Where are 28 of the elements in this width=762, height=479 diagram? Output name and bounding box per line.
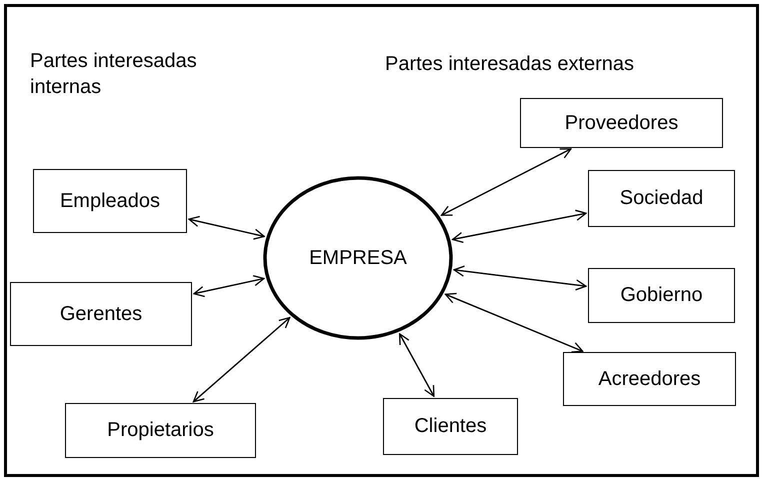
node-label: Sociedad xyxy=(620,187,704,210)
node-label: EMPRESA xyxy=(309,246,407,270)
double-arrow xyxy=(453,265,587,291)
double-arrow xyxy=(193,275,265,298)
stakeholder-box xyxy=(520,98,723,148)
ellipse-node xyxy=(263,176,453,340)
node-label: Empleados xyxy=(60,190,160,212)
stakeholder-box xyxy=(588,268,735,323)
node-label: Gobierno xyxy=(620,284,703,307)
double-arrow xyxy=(399,333,435,397)
double-arrow xyxy=(444,292,584,353)
double-arrow xyxy=(192,317,290,402)
double-arrow xyxy=(452,210,587,244)
node-label: Propietarios xyxy=(107,419,214,442)
stakeholder-box xyxy=(383,398,518,455)
double-arrow xyxy=(440,148,572,216)
stakeholder-box xyxy=(10,282,192,346)
stakeholder-box xyxy=(563,352,736,406)
group-heading: Partes interesadas externas xyxy=(385,52,636,77)
node-label: Acreedores xyxy=(598,368,701,390)
stakeholder-box xyxy=(588,170,735,227)
group-heading: Partes interesadas internas xyxy=(30,49,198,100)
stakeholder-box xyxy=(33,169,187,233)
node-label: Proveedores xyxy=(564,112,678,134)
double-arrow xyxy=(188,216,265,240)
stakeholder-box xyxy=(65,403,256,458)
node-label: Gerentes xyxy=(60,302,142,326)
node-label: Clientes xyxy=(414,415,487,438)
